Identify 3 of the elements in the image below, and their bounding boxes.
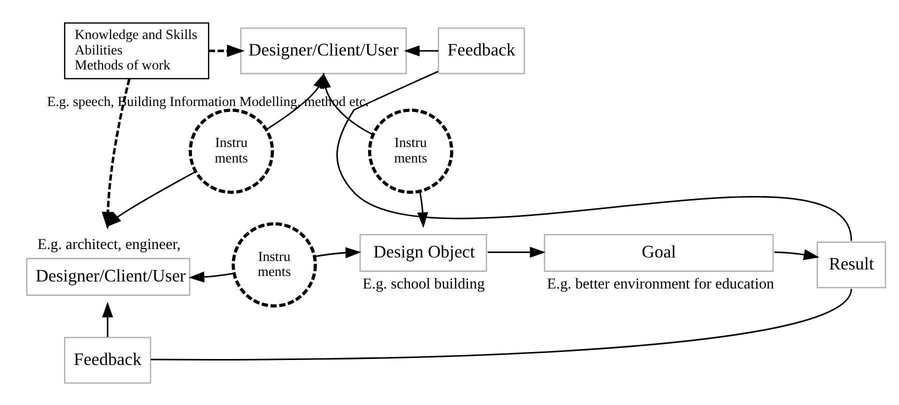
node-label: E.g. better environment for education	[547, 274, 774, 292]
node-label: E.g. school building	[362, 274, 485, 292]
node-label: E.g. architect, engineer,	[38, 236, 181, 253]
